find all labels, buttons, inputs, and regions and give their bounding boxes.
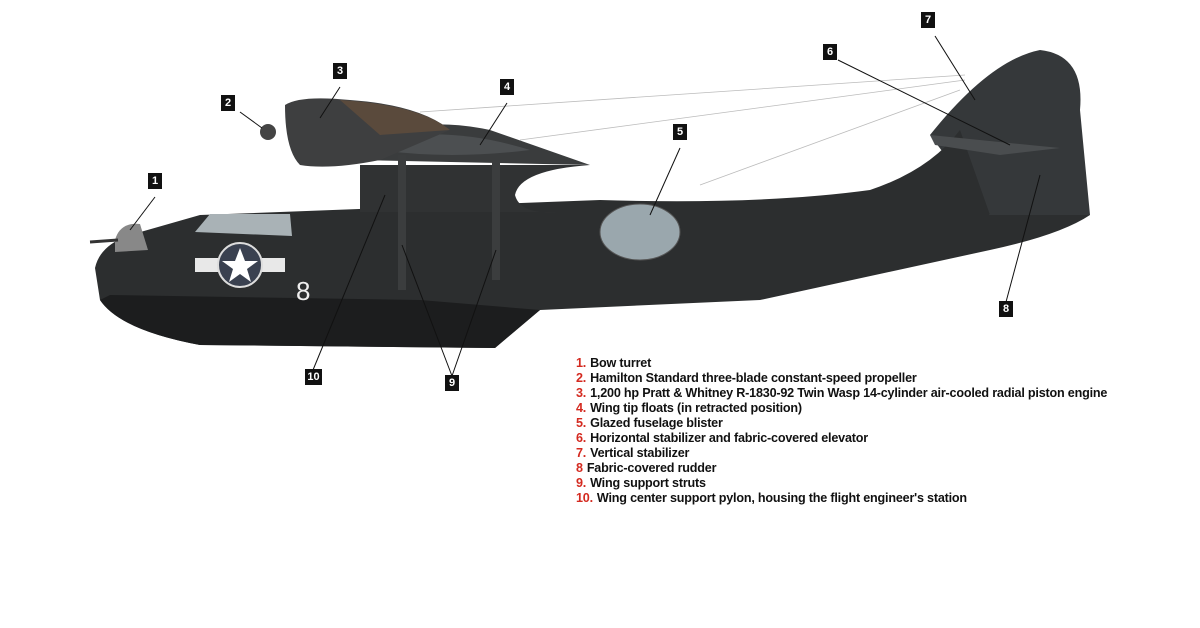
- legend-item: 6.Horizontal stabilizer and fabric-cover…: [576, 431, 868, 445]
- cockpit-windows: [195, 214, 292, 236]
- aircraft-number: 8: [296, 276, 310, 306]
- legend-item: 10.Wing center support pylon, housing th…: [576, 491, 967, 505]
- legend-item: 9.Wing support struts: [576, 476, 706, 490]
- legend-item: 3.1,200 hp Pratt & Whitney R-1830-92 Twi…: [576, 386, 1108, 400]
- callout-8: 8: [999, 301, 1013, 317]
- bow-turret: [115, 223, 148, 252]
- legend-item: 1.Bow turret: [576, 356, 652, 370]
- wing-strut: [492, 160, 500, 280]
- callout-10: 10: [305, 369, 322, 385]
- rigging-wires: [419, 74, 966, 186]
- fuselage-blister: [599, 203, 681, 261]
- legend-item: 2.Hamilton Standard three-blade constant…: [576, 371, 917, 385]
- callout-4: 4: [500, 79, 514, 95]
- callout-2: 2: [221, 95, 235, 111]
- wing-pylon: [360, 165, 590, 213]
- legend: 1.Bow turret 2.Hamilton Standard three-b…: [576, 356, 1107, 506]
- callout-3: 3: [333, 63, 347, 79]
- wing-strut: [398, 155, 406, 290]
- leader-lines: [129, 35, 1041, 377]
- legend-item: 7.Vertical stabilizer: [576, 446, 690, 460]
- propeller-hub: [260, 124, 276, 140]
- horizontal-stabilizer: [930, 135, 1060, 155]
- callout-6: 6: [823, 44, 837, 60]
- callout-1: 1: [148, 173, 162, 189]
- callout-7: 7: [921, 12, 935, 28]
- legend-item: 5.Glazed fuselage blister: [576, 416, 723, 430]
- callout-9: 9: [445, 375, 459, 391]
- callout-5: 5: [673, 124, 687, 140]
- legend-item: 4.Wing tip floats (in retracted position…: [576, 401, 802, 415]
- fuselage: [95, 130, 1090, 348]
